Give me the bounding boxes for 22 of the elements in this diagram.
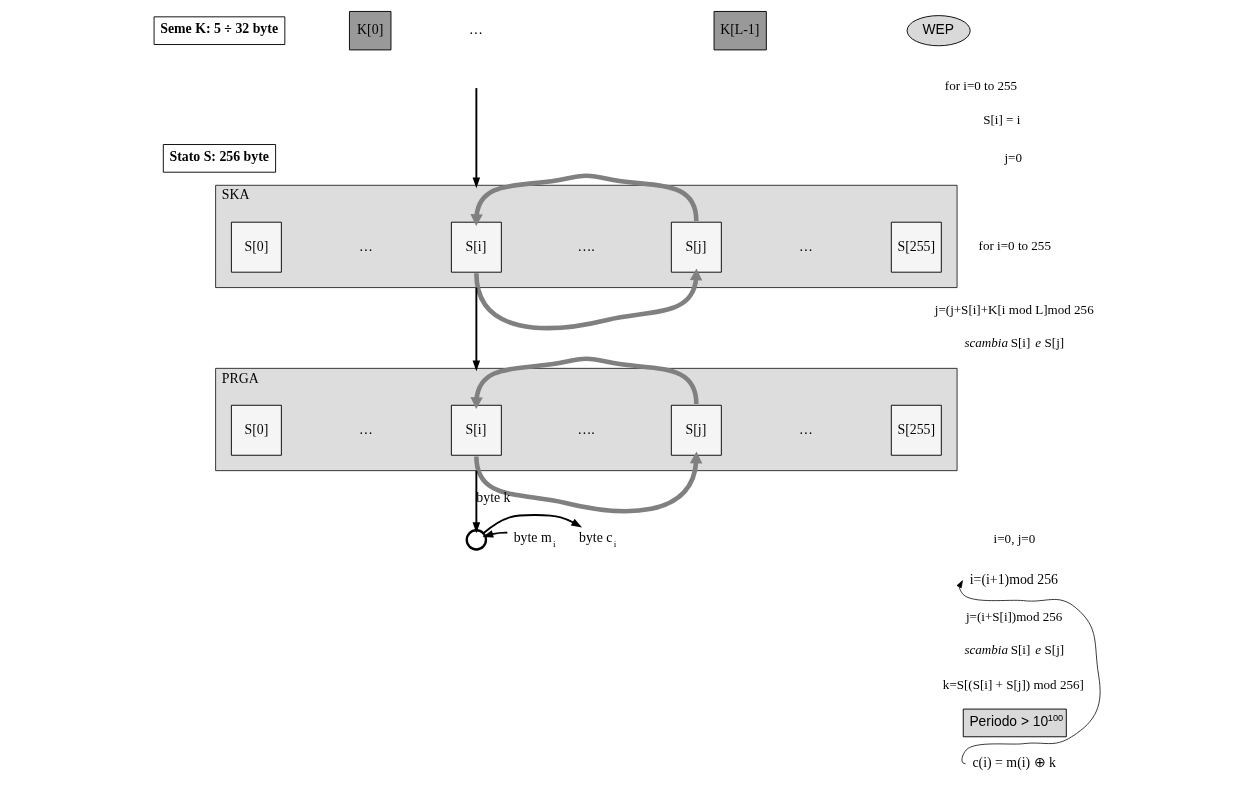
label: S[i] = i xyxy=(982,112,1020,128)
label: i=0, j=0 xyxy=(993,531,1035,547)
label: j=0 xyxy=(1003,149,1022,165)
node-text: byte m$_{i}$ xyxy=(513,530,555,550)
label: …. xyxy=(577,421,595,437)
label: …. xyxy=(577,238,595,254)
label: j=(i+S[i])mod 256 xyxy=(965,609,1062,625)
label: … xyxy=(358,238,373,254)
label: for i=0 to 255 xyxy=(978,238,1051,254)
label: for i=0 to 255 xyxy=(944,78,1017,94)
node-text: i=(i+1)mod 256 xyxy=(969,572,1058,588)
label: … xyxy=(798,421,813,437)
label: … xyxy=(468,22,483,38)
node-text: byte c$_{i}$ xyxy=(578,530,616,550)
label: scambia S[i] e S[j] xyxy=(963,335,1064,351)
node-text: c(i) = m(i) ⊕ k xyxy=(971,755,1056,771)
label: … xyxy=(798,238,813,254)
label: … xyxy=(358,421,373,437)
label: k=S[(S[i] + S[j]) mod 256] xyxy=(942,676,1084,692)
label: j=(j+S[i]+K[i mod L]mod 256 xyxy=(934,302,1094,318)
edge-label: byte k xyxy=(475,489,511,505)
label: scambia S[i] e S[j] xyxy=(963,642,1064,658)
